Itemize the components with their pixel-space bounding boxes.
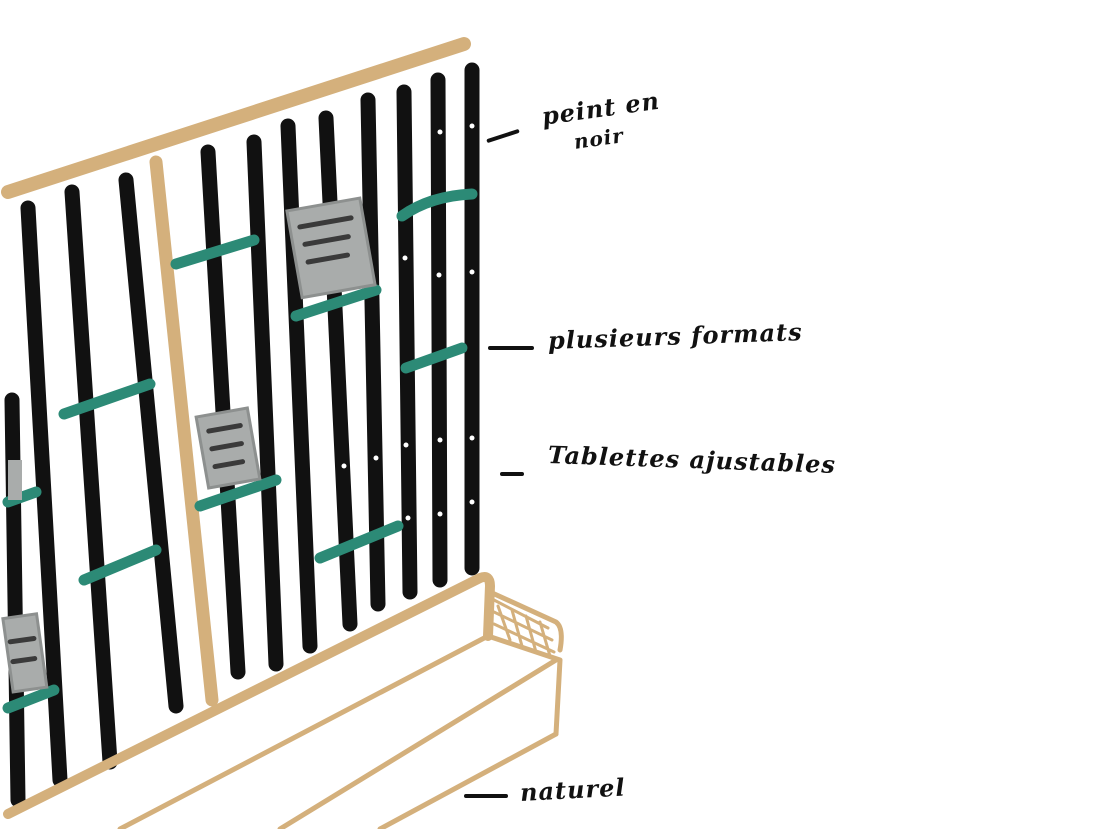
shelf bbox=[194, 474, 282, 512]
display-cards bbox=[1, 196, 377, 694]
slat bbox=[118, 172, 184, 714]
box-right-front bbox=[485, 633, 563, 737]
card bbox=[194, 406, 262, 490]
adjustment-holes bbox=[341, 123, 475, 521]
card bbox=[8, 460, 22, 500]
teal-shelves bbox=[2, 188, 478, 714]
planter-box bbox=[3, 572, 564, 829]
shelf bbox=[314, 520, 404, 564]
box-top-back-edge bbox=[487, 589, 564, 653]
wood-divider-post bbox=[149, 155, 219, 707]
card bbox=[1, 612, 49, 694]
box-end-hatch bbox=[492, 598, 556, 658]
slat bbox=[246, 134, 284, 672]
shelf bbox=[400, 342, 468, 374]
arrow-formats bbox=[488, 346, 534, 350]
shelf bbox=[170, 234, 260, 270]
slat bbox=[430, 72, 448, 588]
slat bbox=[280, 118, 318, 654]
slat bbox=[64, 184, 118, 770]
annotation-natural: naturel bbox=[519, 772, 627, 807]
box-bottom-back bbox=[377, 731, 559, 829]
box-bottom-front bbox=[277, 657, 559, 829]
slat bbox=[360, 92, 386, 612]
shelf bbox=[78, 544, 162, 586]
arrow-natural bbox=[464, 794, 508, 798]
shelf bbox=[2, 684, 60, 714]
shelf bbox=[58, 378, 156, 420]
slat bbox=[396, 84, 418, 600]
top-wood-rail bbox=[1, 37, 471, 199]
shelf bbox=[396, 188, 478, 222]
box-inner-edge bbox=[117, 633, 491, 829]
box-top-front-edge bbox=[3, 572, 495, 819]
card bbox=[285, 196, 377, 300]
shelf bbox=[290, 284, 382, 322]
arrow-shelves bbox=[500, 472, 524, 476]
